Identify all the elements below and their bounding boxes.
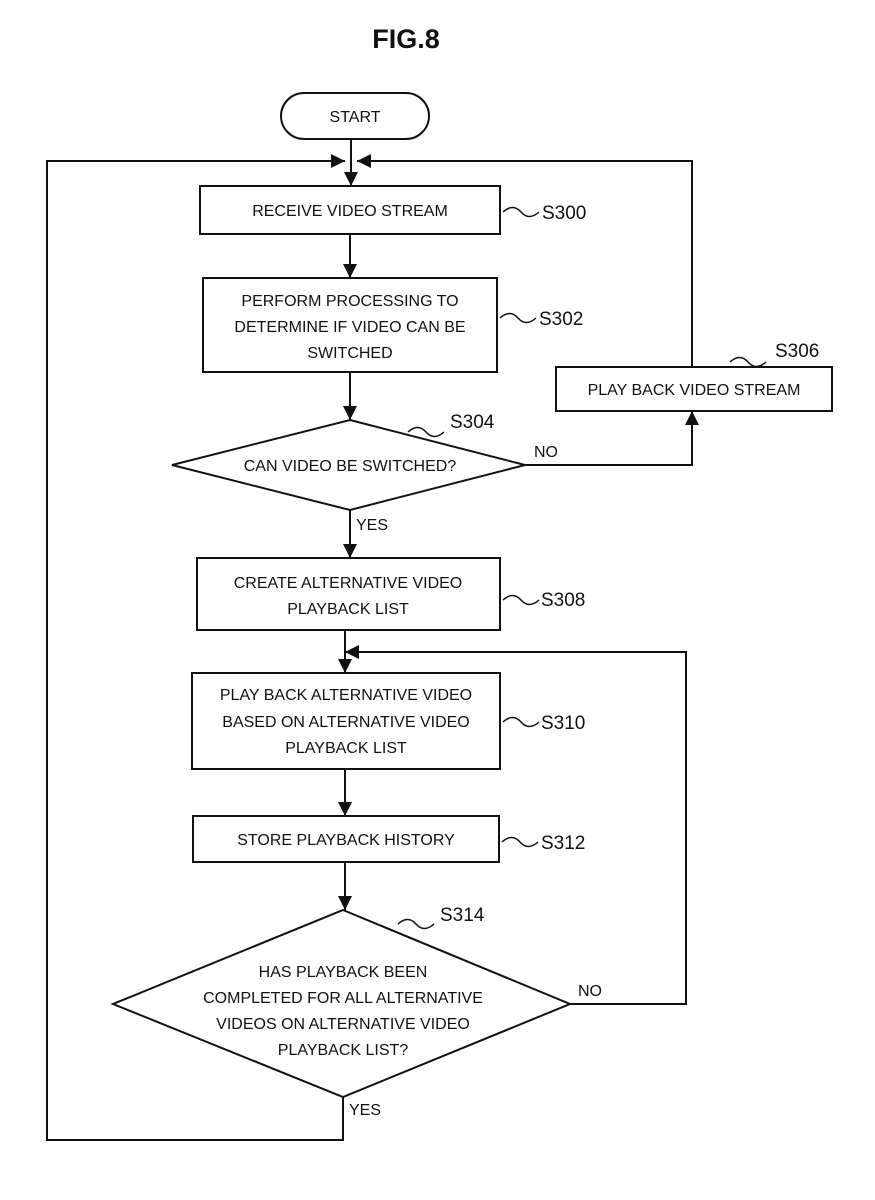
edge-s314-yes-loop-to-s300 (46, 154, 345, 1141)
s304-no-label: NO (534, 444, 558, 461)
s308-leader (502, 594, 540, 606)
s300-leader (502, 206, 540, 218)
s304-leader (407, 426, 445, 438)
s314-leader (397, 918, 435, 930)
s310-text-line3: PLAYBACK LIST (285, 740, 407, 757)
s308-text-line1: CREATE ALTERNATIVE VIDEO (234, 575, 463, 592)
s300-step-label: S300 (542, 203, 586, 224)
s306-leader (729, 356, 767, 368)
s312-leader (501, 836, 539, 848)
s302-text-line2: DETERMINE IF VIDEO CAN BE (234, 319, 465, 336)
s314-no-label: NO (578, 983, 602, 1000)
s302-leader (499, 312, 537, 324)
s310-leader (502, 716, 540, 728)
s306-text: PLAY BACK VIDEO STREAM (588, 382, 801, 399)
s314-step-label: S314 (440, 905, 485, 926)
s312-text: STORE PLAYBACK HISTORY (237, 832, 455, 849)
s306-step-label: S306 (775, 341, 819, 362)
edge-s314-no-loop-to-s310 (345, 645, 687, 1005)
s300-text: RECEIVE VIDEO STREAM (252, 203, 448, 220)
s308-step-label: S308 (541, 590, 585, 611)
s308-box (196, 557, 501, 631)
s308-text-line2: PLAYBACK LIST (287, 601, 409, 618)
s310-text-line1: PLAY BACK ALTERNATIVE VIDEO (220, 687, 472, 704)
s314-text-line1: HAS PLAYBACK BEEN (259, 964, 428, 981)
s310-text-line2: BASED ON ALTERNATIVE VIDEO (222, 714, 469, 731)
start-terminal (280, 92, 430, 140)
s300-box (199, 185, 501, 235)
s302-step-label: S302 (539, 309, 583, 330)
s314-yes-label: YES (349, 1102, 381, 1119)
s302-text-line1: PERFORM PROCESSING TO (241, 293, 458, 310)
s310-step-label: S310 (541, 713, 585, 734)
s312-box (192, 815, 500, 863)
figure-title: FIG.8 (372, 24, 440, 54)
s314-text-line4: PLAYBACK LIST? (278, 1042, 409, 1059)
s312-step-label: S312 (541, 833, 585, 854)
s304-text: CAN VIDEO BE SWITCHED? (244, 458, 457, 475)
s306-box (555, 366, 833, 412)
s314-text-line3: VIDEOS ON ALTERNATIVE VIDEO (216, 1016, 470, 1033)
s310-box (191, 672, 501, 770)
s314-text-line2: COMPLETED FOR ALL ALTERNATIVE (203, 990, 483, 1007)
start-label: START (330, 109, 381, 126)
s304-yes-label: YES (356, 517, 388, 534)
edge-s304-no-to-s306 (525, 411, 699, 466)
s302-text-line3: SWITCHED (307, 345, 392, 362)
s304-step-label: S304 (450, 412, 495, 433)
edge-s306-loop-to-s300 (357, 154, 693, 367)
